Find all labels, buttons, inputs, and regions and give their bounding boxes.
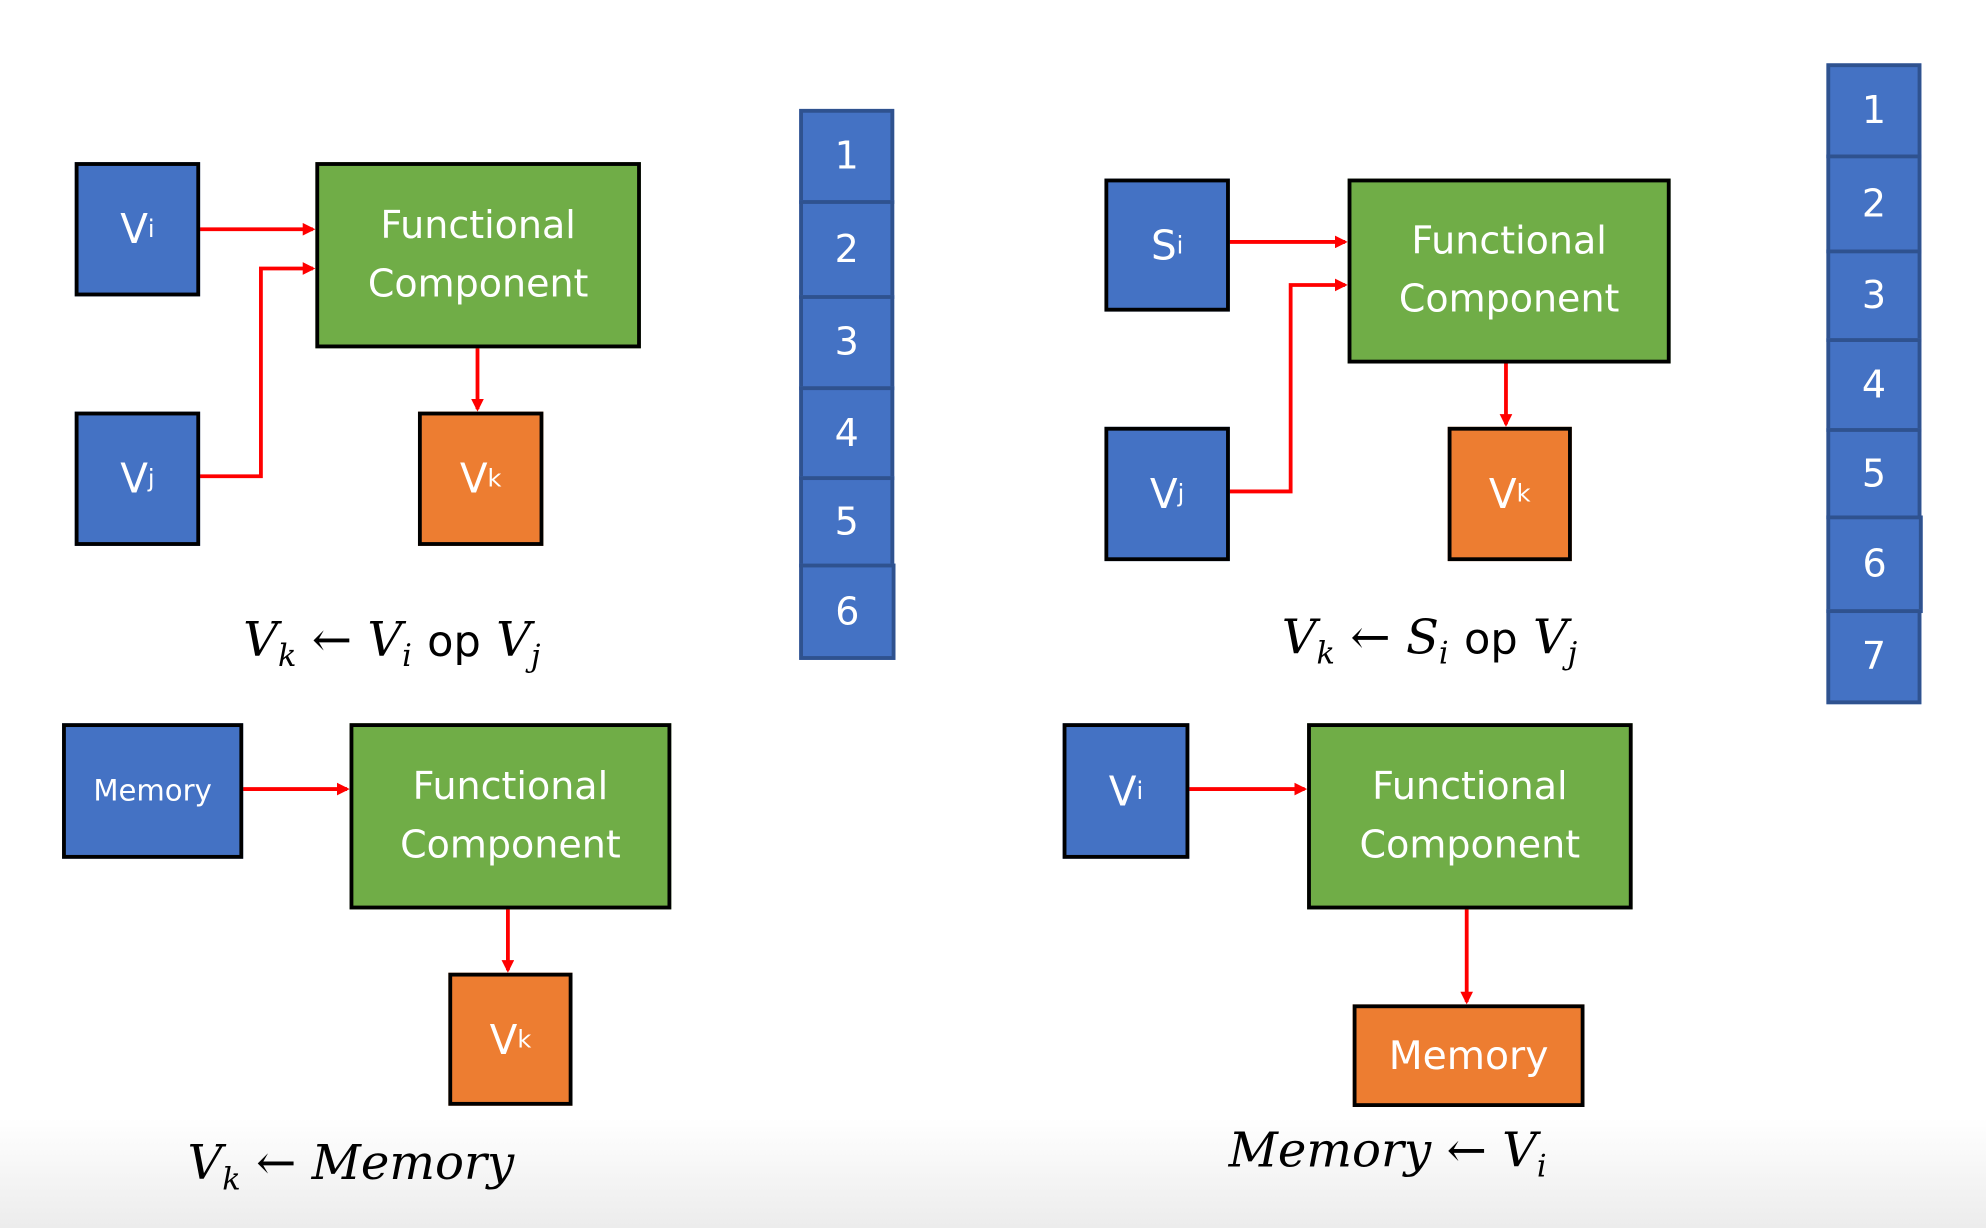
functional-component: Functional Component [315, 162, 641, 349]
register-cell: 6 [1826, 515, 1923, 614]
register-cell: 3 [1826, 249, 1922, 342]
arrow-vj-to-unit [1228, 278, 1348, 494]
formula: Vk ← Vi op Vj [243, 611, 541, 674]
register-cell: 5 [799, 476, 895, 568]
register-cell: 3 [799, 295, 895, 391]
arrow-vj-to-unit [198, 262, 316, 479]
background-fade [0, 1118, 1986, 1228]
formula: Vk ← Memory [187, 1134, 515, 1197]
formula: Memory ← Vi [1228, 1122, 1547, 1185]
register-cell: 5 [1826, 428, 1922, 520]
register-cell: 2 [1826, 154, 1922, 254]
formula: Vk ← Si op Vj [1281, 609, 1578, 672]
functional-component: Functional Component [349, 723, 672, 910]
output-memory: Memory [1352, 1004, 1585, 1107]
register-cell: 4 [1826, 338, 1922, 432]
input-memory: Memory [62, 723, 244, 859]
register-cell: 7 [1826, 609, 1922, 705]
functional-component: Functional Component [1347, 178, 1671, 364]
register-cell: 6 [799, 563, 896, 660]
register-cell: 4 [799, 386, 895, 481]
register-cell: 1 [799, 108, 895, 204]
register-cell: 1 [1826, 63, 1922, 159]
register-cell: 2 [799, 200, 895, 299]
functional-component: Functional Component [1307, 723, 1633, 910]
